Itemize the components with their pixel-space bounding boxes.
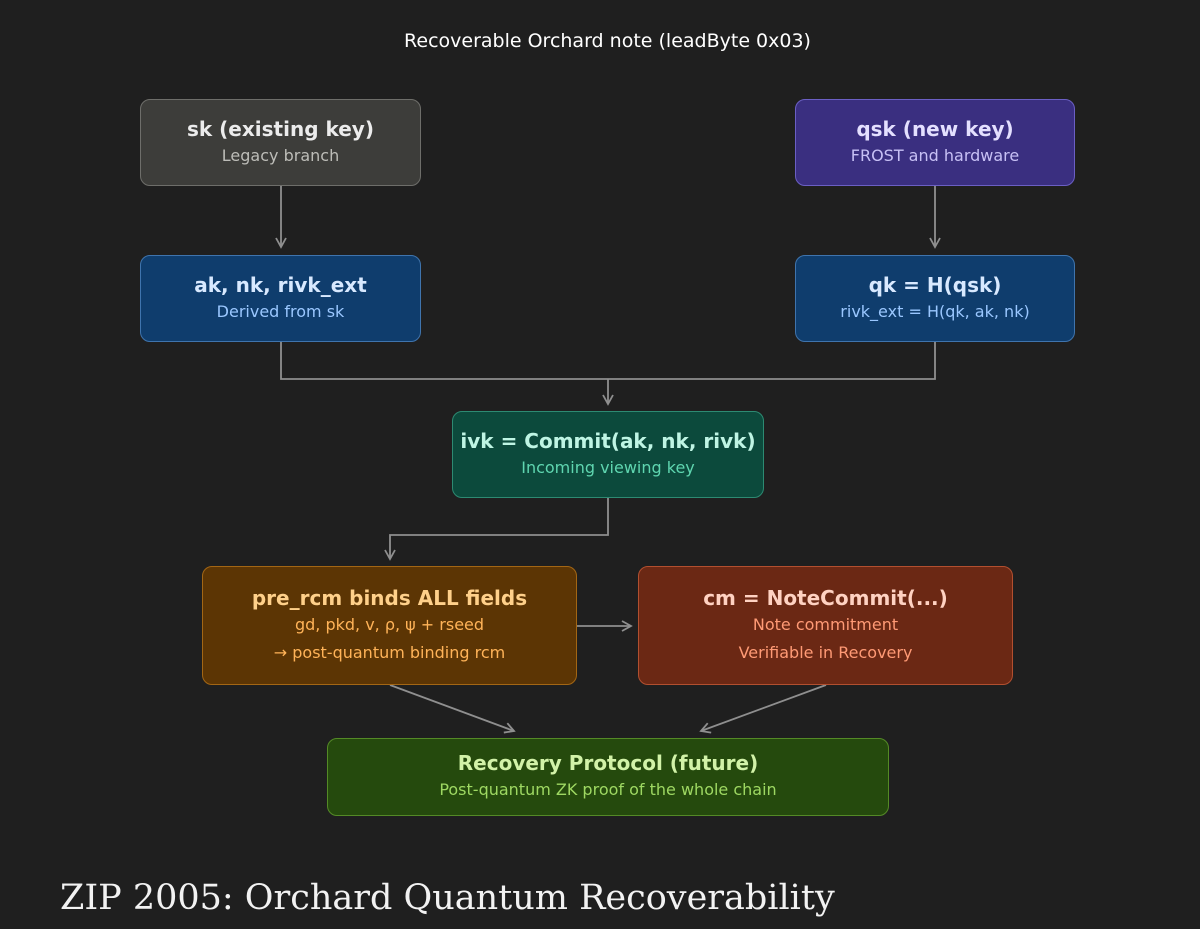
node-ak-title: ak, nk, rivk_ext xyxy=(194,272,367,297)
node-ak-subtitle: Derived from sk xyxy=(216,301,345,321)
node-cm-title: cm = NoteCommit(...) xyxy=(703,585,948,610)
node-cm-line2: Verifiable in Recovery xyxy=(738,642,913,662)
node-qk-hash: qk = H(qsk) rivk_ext = H(qk, ak, nk) xyxy=(795,255,1075,342)
node-ivk-title: ivk = Commit(ak, nk, rivk) xyxy=(460,428,756,453)
connector-ivk-to-pre-rcm xyxy=(384,498,609,561)
node-cm-note-commit: cm = NoteCommit(...) Note commitment Ver… xyxy=(638,566,1013,685)
node-recovery-title: Recovery Protocol (future) xyxy=(457,751,759,775)
connector-cm-to-recovery xyxy=(699,684,827,734)
node-sk-title: sk (existing key) xyxy=(187,116,374,141)
node-qk-title: qk = H(qsk) xyxy=(868,272,1002,297)
node-pre-rcm-line1: gd, pkd, v, ρ, ψ + rseed xyxy=(294,614,485,634)
page-caption: ZIP 2005: Orchard Quantum Recoverability xyxy=(60,878,835,918)
node-pre-rcm-title: pre_rcm binds ALL fields xyxy=(251,585,528,610)
node-recovery-subtitle: Post-quantum ZK proof of the whole chain xyxy=(439,780,777,799)
diagram-title: Recoverable Orchard note (leadByte 0x03) xyxy=(404,30,811,52)
node-pre-rcm-binding: pre_rcm binds ALL fields gd, pkd, v, ρ, … xyxy=(202,566,577,685)
node-sk-existing-key: sk (existing key) Legacy branch xyxy=(140,99,421,186)
node-ivk-commit: ivk = Commit(ak, nk, rivk) Incoming view… xyxy=(452,411,764,498)
node-qsk-new-key: qsk (new key) FROST and hardware xyxy=(795,99,1075,186)
node-qsk-subtitle: FROST and hardware xyxy=(850,145,1020,165)
node-ivk-subtitle: Incoming viewing key xyxy=(521,457,695,477)
connector-pre-rcm-to-recovery xyxy=(389,684,516,734)
connector-ak-qk-to-ivk xyxy=(280,342,936,380)
node-recovery-protocol: Recovery Protocol (future) Post-quantum … xyxy=(327,738,889,816)
node-qk-subtitle: rivk_ext = H(qk, ak, nk) xyxy=(840,301,1030,321)
node-cm-line1: Note commitment xyxy=(752,614,899,634)
node-pre-rcm-line2: → post-quantum binding rcm xyxy=(273,642,506,662)
node-ak-nk-rivk-ext: ak, nk, rivk_ext Derived from sk xyxy=(140,255,421,342)
node-sk-subtitle: Legacy branch xyxy=(221,145,340,165)
node-qsk-title: qsk (new key) xyxy=(856,116,1014,141)
